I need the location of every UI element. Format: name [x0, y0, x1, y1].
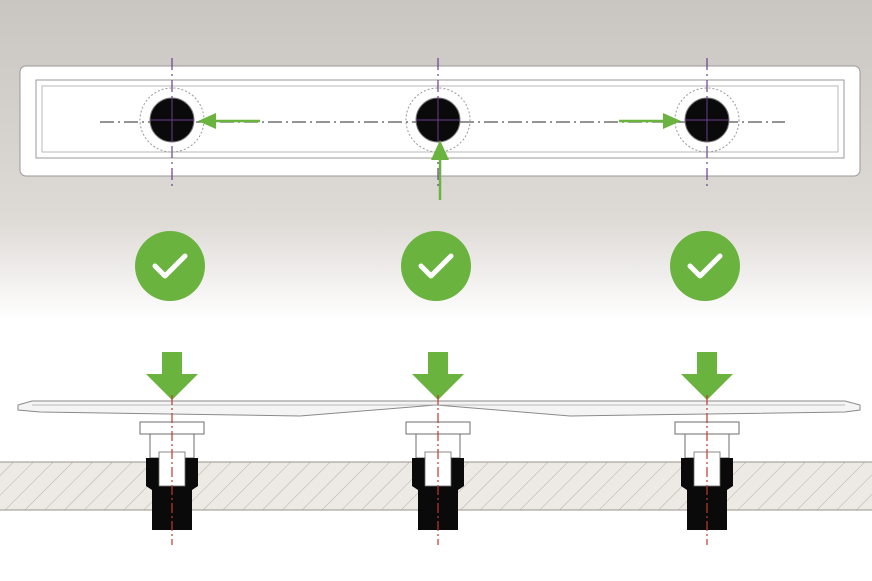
- section-drain-left: [139, 395, 205, 545]
- check-icon: [418, 253, 454, 279]
- section-drain-group: [139, 395, 740, 545]
- plan-drain-group: [139, 58, 740, 200]
- right-arrow-icon: [663, 113, 681, 129]
- plan-drain-right: [619, 58, 740, 190]
- down-arrow-icon: [681, 352, 733, 400]
- left-arrow-icon: [198, 113, 216, 129]
- check-icon: [152, 253, 188, 279]
- status-left-approved: [135, 231, 205, 400]
- section-drain-center: [405, 395, 471, 545]
- status-center-approved: [401, 231, 471, 400]
- check-circle-icon: [401, 231, 471, 301]
- status-right-approved: [670, 231, 740, 400]
- plan-drain-left: [139, 58, 260, 190]
- status-icon-row: [135, 231, 740, 400]
- check-circle-icon: [670, 231, 740, 301]
- check-icon: [687, 253, 723, 279]
- plan-drain-center: [405, 58, 471, 200]
- down-arrow-icon: [146, 352, 198, 400]
- check-circle-icon: [135, 231, 205, 301]
- section-drain-right: [674, 395, 740, 545]
- up-arrow-icon: [431, 140, 449, 160]
- drain-tolerance-ring: [405, 87, 471, 153]
- down-arrow-icon: [412, 352, 464, 400]
